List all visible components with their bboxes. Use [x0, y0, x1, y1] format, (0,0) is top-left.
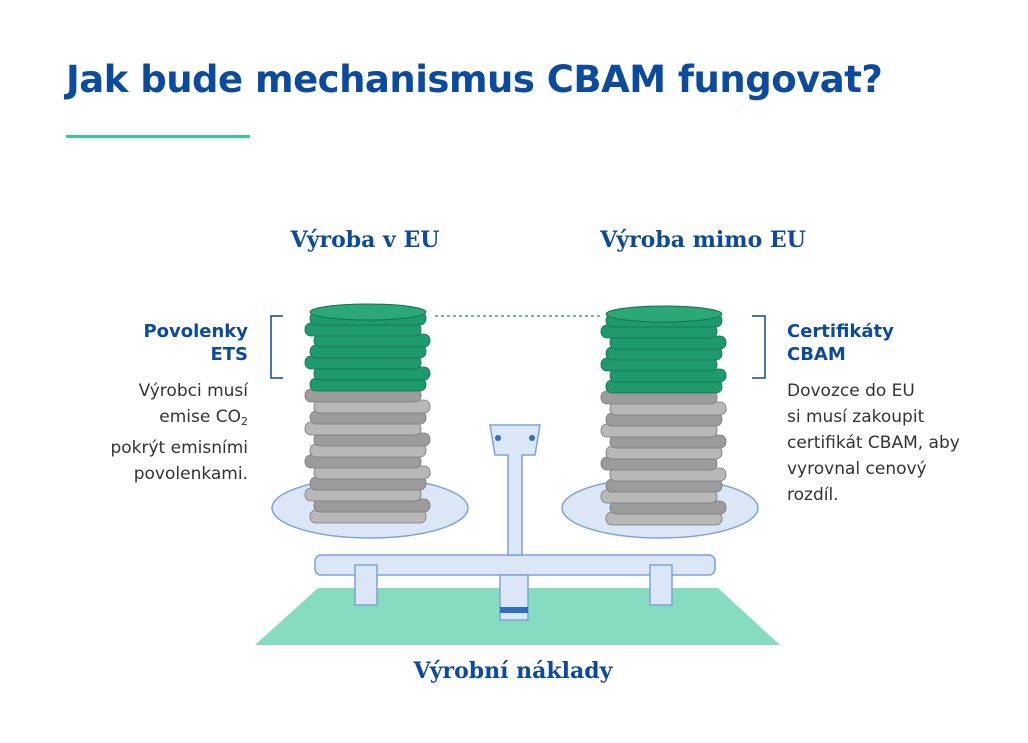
text-line: certifikát CBAM, aby [787, 433, 960, 453]
heading-non-eu-production: Výroba mimo EU [600, 227, 806, 253]
label-line: CBAM [787, 344, 846, 365]
cbam-certificates-label: Certifikáty CBAM [787, 320, 894, 366]
text-line: pokrýt emisními [110, 438, 248, 458]
left-bracket [270, 315, 283, 379]
label-line: Povolenky [143, 321, 248, 342]
heading-eu-production: Výroba v EU [290, 227, 440, 253]
text-line: rozdíl. [787, 485, 839, 505]
label-line: ETS [210, 344, 248, 365]
text-line: si musí zakoupit [787, 407, 925, 427]
text-line: Výrobci musí [138, 381, 248, 401]
title-underline [66, 135, 250, 138]
text-line: emise CO2 [110, 404, 248, 435]
page-title: Jak bude mechanismus CBAM fungovat? [66, 58, 883, 101]
label-line: Certifikáty [787, 321, 894, 342]
text-line: povolenkami. [133, 464, 248, 484]
ets-description: Výrobci musí emise CO2 pokrýt emisními p… [110, 378, 248, 487]
subscript: 2 [241, 415, 248, 428]
cbam-description: Dovozce do EU si musí zakoupit certifiká… [787, 378, 960, 508]
right-coin-stack [600, 305, 727, 526]
text-line: Dovozce do EU [787, 381, 915, 401]
ets-allowances-label: Povolenky ETS [143, 320, 248, 366]
text-fragment: emise CO [159, 407, 241, 427]
left-coin-stack [304, 303, 431, 524]
production-costs-label: Výrobní náklady [413, 658, 613, 684]
right-bracket [752, 315, 766, 379]
coin-top [309, 303, 427, 321]
text-line: vyrovnal cenový [787, 459, 927, 479]
coin-top [605, 305, 723, 323]
